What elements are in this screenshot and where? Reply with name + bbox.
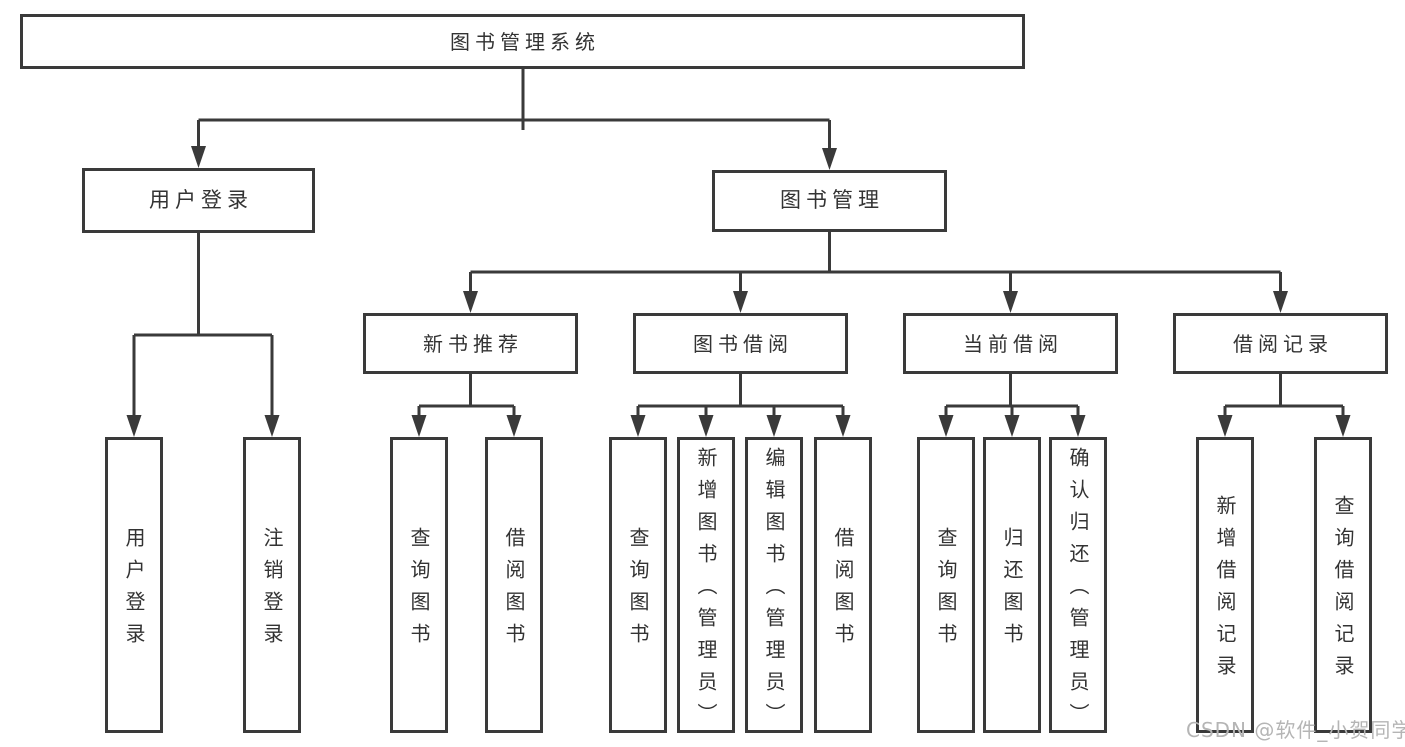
leaf-logout: 注销登录 bbox=[243, 437, 301, 733]
node-label: 新书推荐 bbox=[423, 331, 523, 356]
node-current-borrowing: 当前借阅 bbox=[903, 313, 1118, 374]
leaf-query-books-recommend: 查询图书 bbox=[390, 437, 448, 733]
leaf-return-books: 归还图书 bbox=[983, 437, 1041, 733]
leaf-borrow-books-borrowing: 借阅图书 bbox=[814, 437, 872, 733]
leaf-label: 借阅图书 bbox=[502, 527, 526, 655]
leaf-label: 用户登录 bbox=[122, 527, 146, 655]
node-user-login: 用户登录 bbox=[82, 168, 315, 233]
node-label: 图书管理系统 bbox=[450, 29, 600, 54]
leaf-query-books-borrowing: 查询图书 bbox=[609, 437, 667, 733]
node-book-management: 图书管理 bbox=[712, 170, 947, 232]
node-borrowing-records: 借阅记录 bbox=[1173, 313, 1388, 374]
csdn-watermark: CSDN @软件_小贺同学 bbox=[1186, 718, 1405, 742]
leaf-label: 借阅图书 bbox=[831, 527, 855, 655]
leaf-add-books-admin: 新增图书（管理员） bbox=[677, 437, 735, 735]
leaf-label: 查询图书 bbox=[407, 527, 431, 655]
leaf-label: 确认归还（管理员） bbox=[1066, 447, 1090, 735]
node-book-borrowing: 图书借阅 bbox=[633, 313, 848, 374]
leaf-label: 新增图书（管理员） bbox=[694, 447, 718, 735]
arrowheads bbox=[126, 146, 1351, 437]
leaf-edit-books-admin: 编辑图书（管理员） bbox=[745, 437, 803, 735]
leaf-add-borrow-record: 新增借阅记录 bbox=[1196, 437, 1254, 733]
leaf-query-books-current: 查询图书 bbox=[917, 437, 975, 733]
node-label: 图书借阅 bbox=[693, 331, 793, 356]
leaf-user-login: 用户登录 bbox=[105, 437, 163, 733]
leaf-label: 注销登录 bbox=[260, 527, 284, 655]
node-book-management-system: 图书管理系统 bbox=[20, 14, 1025, 69]
node-label: 借阅记录 bbox=[1233, 331, 1333, 356]
node-label: 当前借阅 bbox=[963, 331, 1063, 356]
node-label: 用户登录 bbox=[149, 187, 253, 212]
leaf-label: 查询图书 bbox=[934, 527, 958, 655]
leaf-label: 编辑图书（管理员） bbox=[762, 447, 786, 735]
leaf-borrow-books-recommend: 借阅图书 bbox=[485, 437, 543, 733]
leaf-label: 新增借阅记录 bbox=[1213, 495, 1237, 687]
leaf-label: 归还图书 bbox=[1000, 527, 1024, 655]
leaf-label: 查询图书 bbox=[626, 527, 650, 655]
leaf-query-borrow-record: 查询借阅记录 bbox=[1314, 437, 1372, 733]
leaf-confirm-return-admin: 确认归还（管理员） bbox=[1049, 437, 1107, 735]
leaf-label: 查询借阅记录 bbox=[1331, 495, 1355, 687]
node-new-book-recommend: 新书推荐 bbox=[363, 313, 578, 374]
node-label: 图书管理 bbox=[780, 188, 884, 213]
